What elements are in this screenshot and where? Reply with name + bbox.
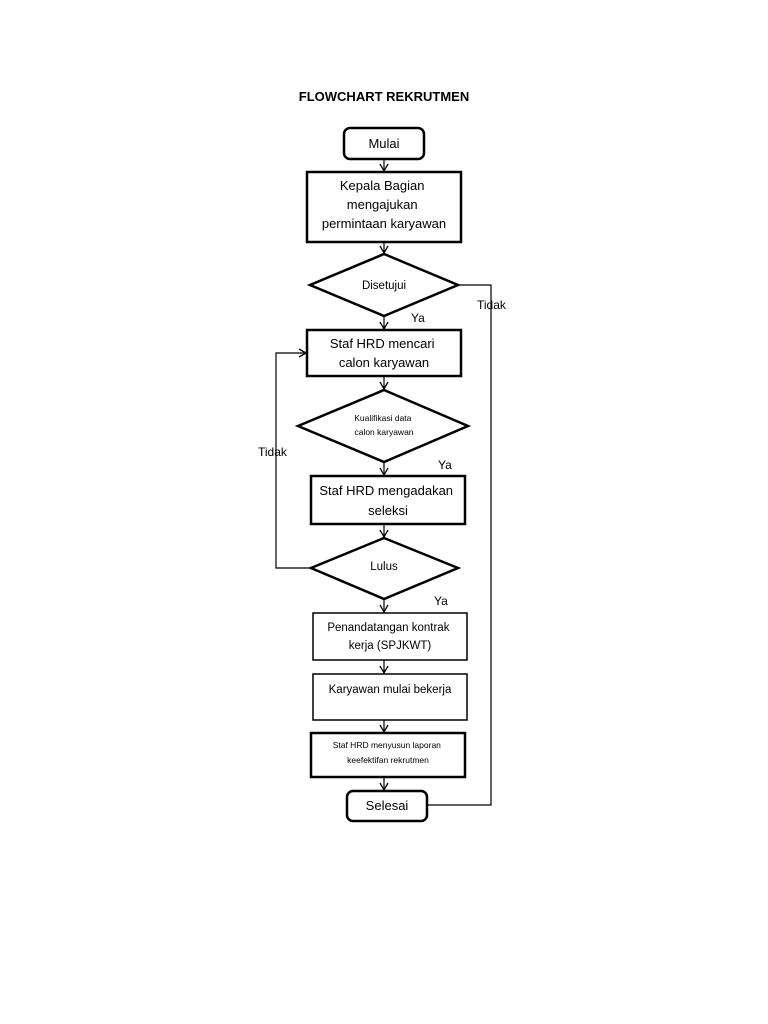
process-kontrak xyxy=(312,612,468,661)
staf-mencari-line-1: Staf HRD mencari xyxy=(330,336,435,351)
staf-seleksi-line-1: Staf HRD mengadakan xyxy=(319,483,453,498)
laporan-line-1: Staf HRD menyusun laporan xyxy=(333,740,441,750)
process-kepala-bagian xyxy=(305,170,463,244)
process-laporan-label: Staf HRD menyusun laporan keefektifan re… xyxy=(333,740,444,765)
kualifikasi-line-2: calon karyawan xyxy=(354,427,413,437)
decision-disetujui-label: Disetujui xyxy=(362,280,406,292)
start-terminal xyxy=(342,126,426,161)
arrow-lulus-tidak-to-staf-mencari xyxy=(275,348,311,569)
process-staf-seleksi-label: Staf HRD mengadakan seleksi xyxy=(319,483,456,518)
connectors xyxy=(275,159,492,810)
staf-mencari-line-2: calon karyawan xyxy=(339,355,429,370)
decision-disetujui xyxy=(306,252,462,318)
kontrak-line-1: Penandatangan kontrak xyxy=(327,622,449,634)
kepala-line-2: mengajukan xyxy=(347,197,418,212)
label-ya-lulus: Ya xyxy=(434,594,448,608)
process-laporan xyxy=(309,731,467,779)
decision-kualifikasi xyxy=(294,388,472,464)
kepala-line-1: Kepala Bagian xyxy=(340,178,425,193)
process-kontrak-label: Penandatangan kontrak kerja (SPJKWT) xyxy=(327,622,452,652)
kepala-line-3: permintaan karyawan xyxy=(322,216,446,231)
arrow-disetujui-tidak-to-selesai xyxy=(398,284,492,810)
laporan-line-2: keefektifan rekrutmen xyxy=(347,755,429,765)
label-ya-disetujui: Ya xyxy=(411,311,425,325)
process-staf-mencari-label: Staf HRD mencari calon karyawan xyxy=(330,336,438,370)
process-mulai-bekerja-label: Karyawan mulai bekerja xyxy=(329,684,452,696)
label-tidak-lulus: Tidak xyxy=(258,445,288,459)
staf-seleksi-line-2: seleksi xyxy=(368,503,408,518)
label-tidak-disetujui: Tidak xyxy=(477,298,507,312)
decision-lulus xyxy=(307,536,462,601)
end-label: Selesai xyxy=(366,798,409,813)
process-kepala-bagian-label: Kepala Bagian mengajukan permintaan kary… xyxy=(322,178,446,231)
process-mulai-bekerja xyxy=(312,673,468,721)
flowchart-title: FLOWCHART REKRUTMEN xyxy=(299,89,469,104)
end-terminal xyxy=(345,789,429,823)
process-staf-mencari xyxy=(305,328,463,378)
label-ya-kualifikasi: Ya xyxy=(438,458,452,472)
kualifikasi-line-1: Kualifikasi data xyxy=(354,413,411,423)
start-label: Mulai xyxy=(368,136,399,151)
decision-lulus-label: Lulus xyxy=(370,561,398,573)
decision-kualifikasi-label: Kualifikasi data calon karyawan xyxy=(354,413,414,437)
process-staf-seleksi xyxy=(309,474,467,526)
kontrak-line-2: kerja (SPJKWT) xyxy=(349,640,432,652)
